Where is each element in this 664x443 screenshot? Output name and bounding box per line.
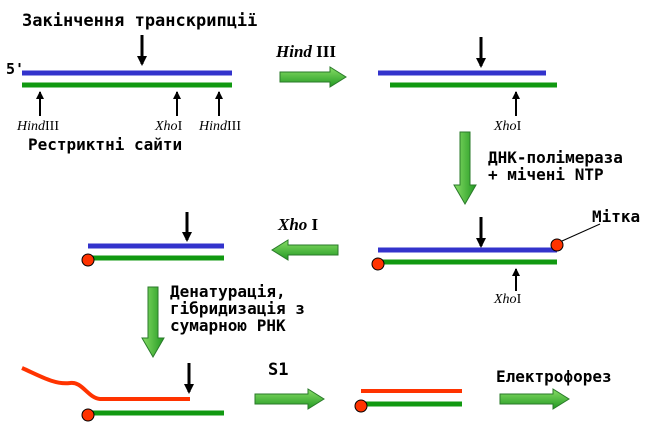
tag-label: Мітка <box>592 207 640 226</box>
process-arrow-denaturation <box>141 286 165 358</box>
denaturation-label-line2: гібридизація з <box>170 299 305 318</box>
dna-polymerase-label-line1: ДНК-полімераза <box>488 148 623 167</box>
xho-site-label-1: XhoI <box>154 119 183 134</box>
hind-site-label-1: HindIII <box>16 119 59 134</box>
xho-enzyme-label: Xho I <box>277 215 319 234</box>
electrophoresis-label: Електрофорез <box>496 367 612 386</box>
s1-label: S1 <box>268 360 288 380</box>
five-prime-label: 5' <box>6 60 24 78</box>
process-arrow-xho <box>271 239 339 261</box>
title-label: Закінчення транскрипції <box>22 11 257 31</box>
tag-pointer-line <box>561 223 601 242</box>
label-dot-bottom <box>371 257 385 271</box>
denaturation-label-line3: сумарною РНК <box>170 316 286 335</box>
process-arrow-hind <box>279 66 347 88</box>
label-dot-top <box>550 238 564 252</box>
process-arrow-s1 <box>254 388 325 410</box>
xho-site-label-3: XhoI <box>493 292 522 307</box>
xho-site-label-2: XhoI <box>493 119 522 134</box>
label-dot-cut <box>81 253 95 267</box>
hind-site-label-2: HindIII <box>198 119 241 134</box>
label-dot-protected <box>354 399 368 413</box>
process-arrow-electrophoresis <box>499 388 570 410</box>
dna-polymerase-label-line2: + мічені NTP <box>488 165 604 184</box>
denaturation-label-line1: Денатурація, <box>170 282 286 301</box>
hind-enzyme-label: Hind III <box>275 42 336 61</box>
label-dot-hybrid <box>81 408 95 422</box>
process-arrow-polymerase <box>453 131 477 205</box>
rna-strand-hybrid <box>21 366 190 401</box>
restriction-sites-label: Рестриктні сайти <box>28 135 182 154</box>
